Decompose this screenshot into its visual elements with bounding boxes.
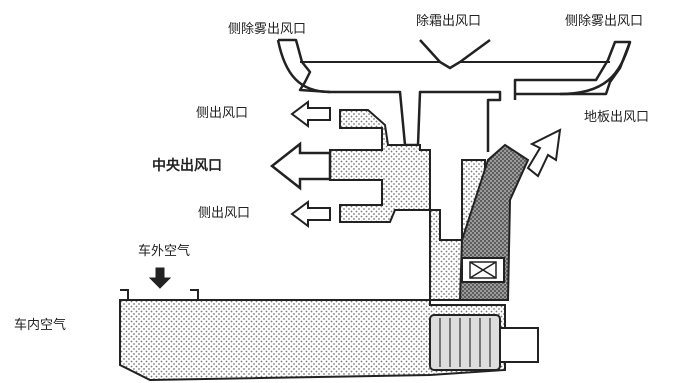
damper-cross <box>469 261 497 279</box>
label-defrost: 除霜出风口 <box>416 14 482 29</box>
motor-end-cap <box>499 327 539 363</box>
label-inside-air: 车内空气 <box>14 318 67 333</box>
motor-ribs <box>439 318 491 367</box>
outside-air-intake <box>120 289 199 300</box>
outside-air-arrow <box>148 267 172 289</box>
side-vent-upper-arrow <box>290 100 331 128</box>
label-side-defrost-right: 侧除雾出风口 <box>565 14 644 29</box>
blower-housing <box>119 299 506 382</box>
label-floor: 地板出风口 <box>584 110 650 125</box>
label-side-vent-upper: 侧出风口 <box>196 106 249 121</box>
side-vent-lower-arrow <box>290 200 331 228</box>
label-center-vent: 中央出风口 <box>152 158 222 174</box>
floor-vent-arrow <box>526 128 562 178</box>
label-side-defrost-left: 侧除雾出风口 <box>228 22 307 37</box>
label-side-vent-lower: 侧出风口 <box>198 206 251 221</box>
label-outside-air: 车外空气 <box>138 244 191 259</box>
defroster-top-shell <box>276 38 632 96</box>
defroster-duct <box>278 38 632 152</box>
center-vent-arrow <box>269 141 332 191</box>
